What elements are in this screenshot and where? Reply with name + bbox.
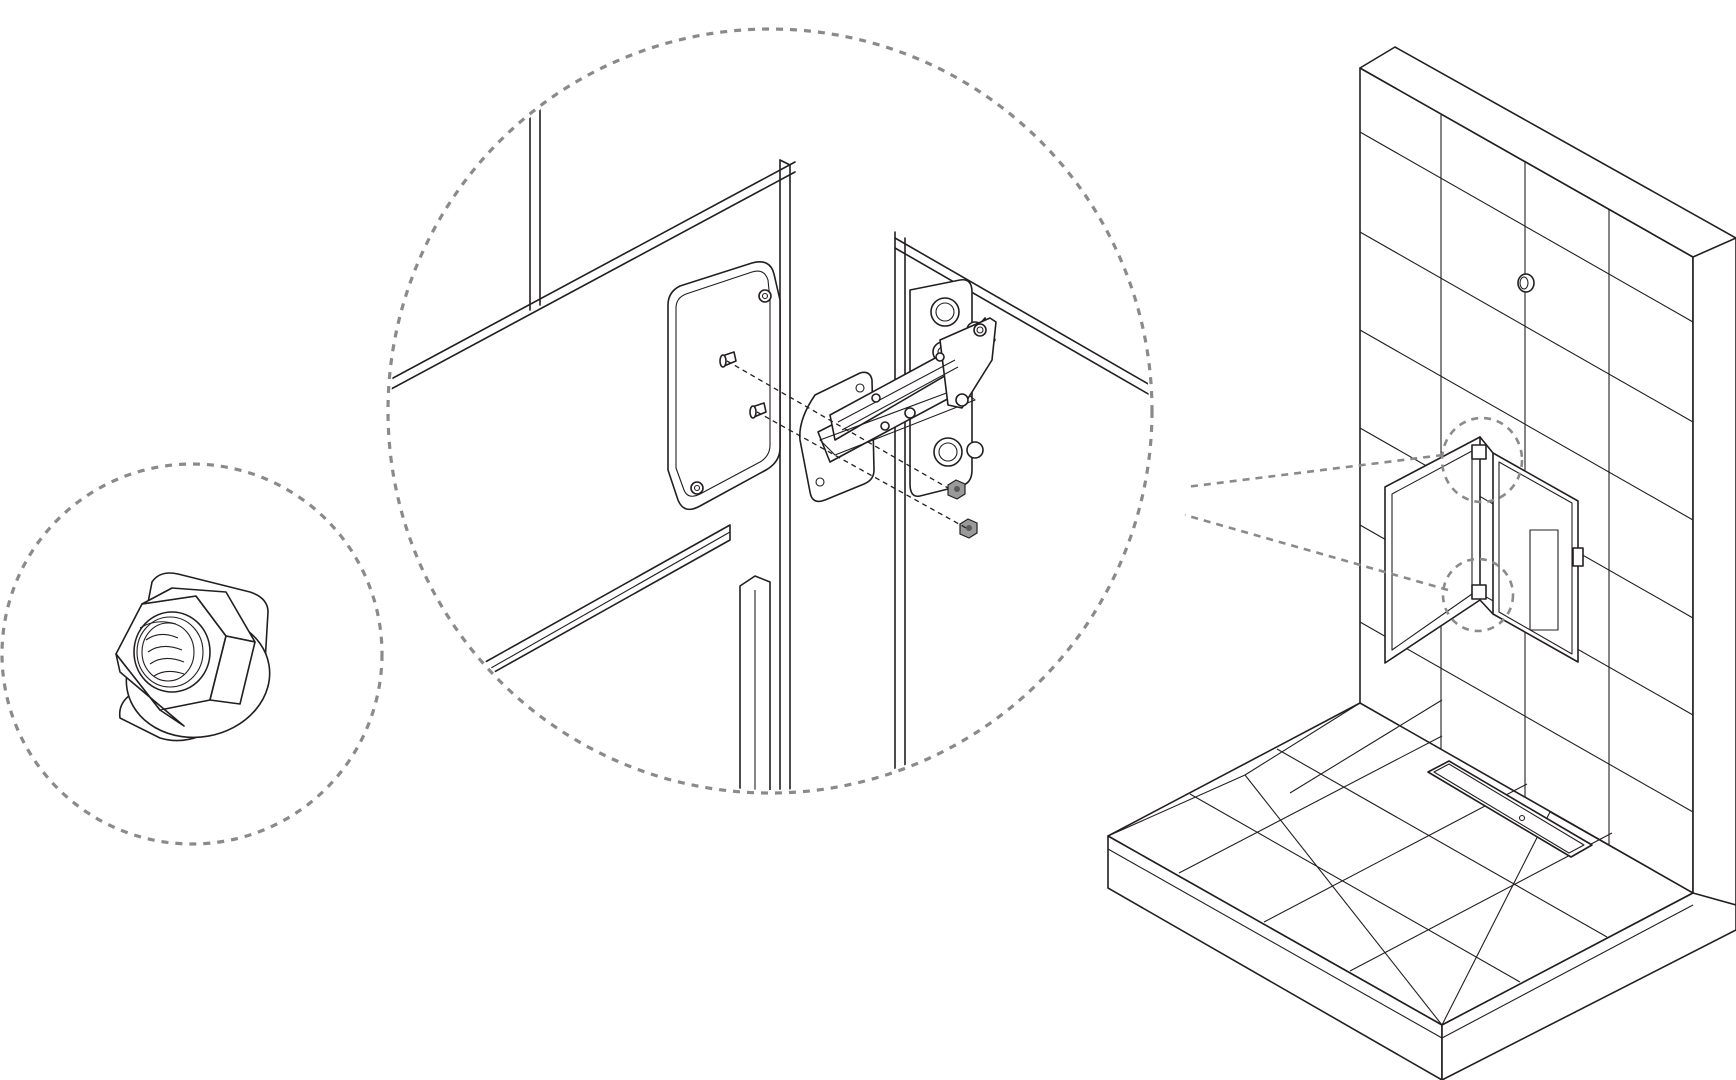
shower-enclosure [1107, 46, 1736, 1080]
hinge-detail-callout [386, 27, 1154, 795]
assembly-guide-1 [726, 360, 949, 489]
linear-drain-icon [1427, 760, 1593, 858]
access-panel-icon [1384, 436, 1584, 664]
shower-floor [1107, 699, 1736, 1080]
callout-lower-hinge [1441, 557, 1515, 633]
callout-leader-lower [1184, 513, 1449, 592]
flange-nut-small-icon [947, 479, 978, 539]
callout-upper-hinge [1440, 416, 1524, 504]
flange-nut-icon [115, 572, 271, 742]
callout-leader-upper [1185, 453, 1444, 489]
hinge-icon [798, 317, 997, 503]
flange-nut-detail-callout [0, 462, 384, 846]
assembly-guide-2 [756, 411, 969, 530]
screw-icon [719, 351, 767, 419]
mounting-plate [667, 261, 781, 511]
